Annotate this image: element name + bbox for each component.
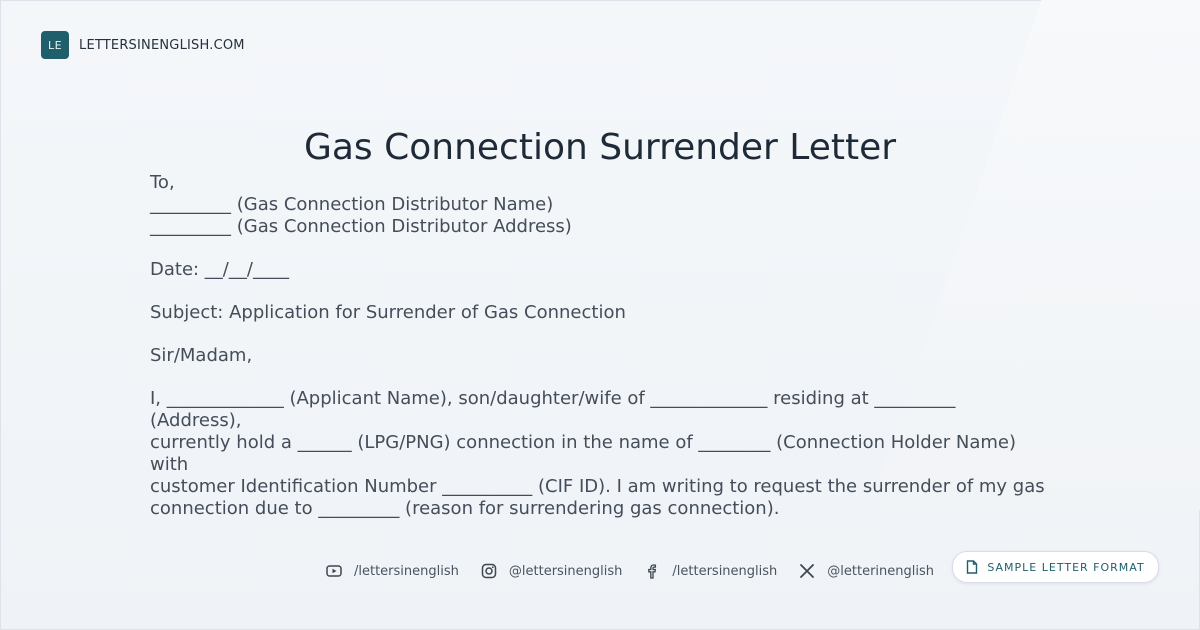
- x-icon: [800, 564, 815, 578]
- social-facebook[interactable]: /lettersinenglish: [644, 563, 777, 579]
- social-youtube[interactable]: /lettersinenglish: [326, 563, 459, 579]
- social-label: /lettersinenglish: [672, 563, 778, 579]
- recipient-name: _________ (Gas Connection Distributor Na…: [150, 194, 554, 215]
- letter-date: Date: __/__/____: [150, 259, 289, 280]
- recipient-address: _________ (Gas Connection Distributor Ad…: [150, 216, 572, 237]
- brand[interactable]: LE LETTERSINENGLISH.COM: [41, 31, 245, 59]
- social-label: @lettersinenglish: [508, 563, 623, 579]
- social-x[interactable]: @letterinenglish: [799, 563, 934, 579]
- social-links: /lettersinenglish @lettersinenglish /let…: [326, 563, 956, 579]
- page-title: Gas Connection Surrender Letter: [303, 127, 897, 169]
- recipient-to: To,: [150, 172, 175, 193]
- badge-label: SAMPLE LETTER FORMAT: [987, 560, 1145, 574]
- letter-subject: Subject: Application for Surrender of Ga…: [150, 302, 626, 323]
- social-label: /lettersinenglish: [354, 563, 459, 579]
- letter-paragraph-line: connection due to _________ (reason for …: [150, 498, 780, 519]
- document-icon: [967, 560, 978, 574]
- letter-paragraph-line: customer Identification Number _________…: [150, 476, 1045, 497]
- social-instagram[interactable]: @lettersinenglish: [481, 563, 623, 579]
- brand-name: LETTERSINENGLISH.COM: [79, 37, 245, 53]
- sample-letter-badge[interactable]: SAMPLE LETTER FORMAT: [952, 551, 1159, 583]
- youtube-icon: [326, 565, 342, 577]
- brand-logo: LE: [41, 31, 69, 59]
- letter-paragraph-line: currently hold a ______ (LPG/PNG) connec…: [150, 432, 1022, 475]
- letter-salutation: Sir/Madam,: [150, 345, 253, 366]
- instagram-icon: [481, 563, 497, 579]
- social-label: @letterinenglish: [827, 563, 935, 579]
- letter-body: To, _________ (Gas Connection Distributo…: [150, 172, 1050, 520]
- letter-paragraph-line: I, _____________ (Applicant Name), son/d…: [150, 388, 962, 431]
- facebook-icon: [648, 564, 657, 579]
